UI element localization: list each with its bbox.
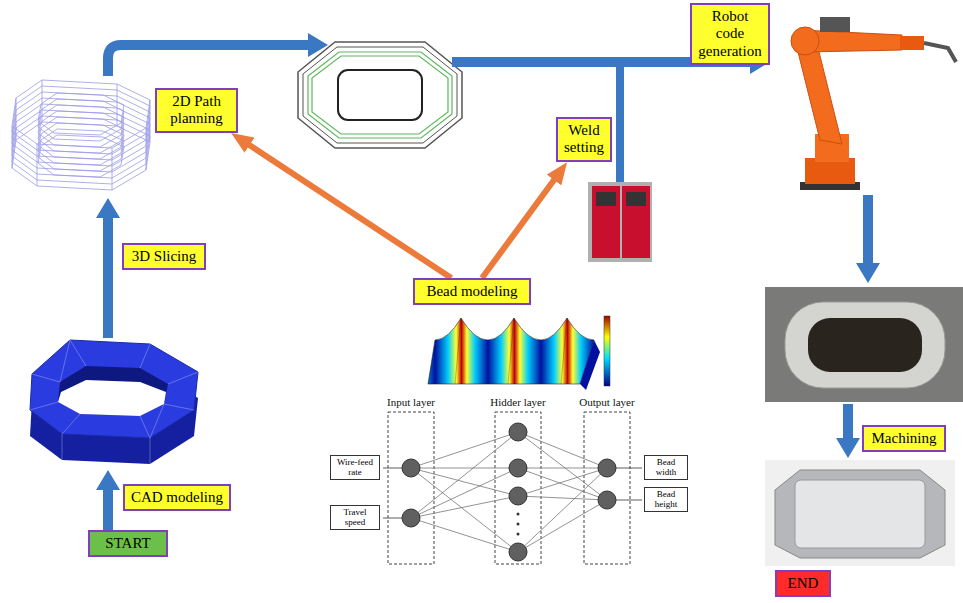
ellipsis-dot <box>517 533 520 536</box>
robot-lower-arm <box>795 40 842 144</box>
box-text: Weld setting <box>563 122 605 157</box>
box-text: END <box>782 575 824 592</box>
process-arrow <box>863 195 873 267</box>
slice-layer <box>12 110 150 178</box>
neuron <box>598 491 616 509</box>
layer-frame <box>495 412 541 564</box>
layer-label: Output layer <box>579 396 634 408</box>
machined-part <box>775 470 945 558</box>
process-arrow <box>103 486 113 530</box>
cad-model-mesh <box>30 340 198 464</box>
process-arrow <box>108 45 312 76</box>
welder-panel <box>596 192 616 206</box>
slice-layer <box>12 104 150 172</box>
model-arrow <box>243 141 451 278</box>
weld-interior <box>808 318 922 372</box>
bead-surface <box>428 318 594 384</box>
layer-frame <box>388 412 434 564</box>
box-text: 2D Path planning <box>162 93 231 128</box>
step-label: 2D Path planning <box>155 88 238 133</box>
slice-edges <box>12 80 150 190</box>
bead-surface-side <box>580 340 600 390</box>
output-box: Bead width <box>644 455 688 480</box>
weld-feed-line <box>616 62 624 182</box>
cad-model-top <box>30 340 198 438</box>
output-box: Bead height <box>644 487 688 512</box>
path-contour <box>303 47 457 143</box>
start-terminal: START <box>88 530 168 557</box>
bead-ridges <box>455 318 567 384</box>
robot-motor <box>820 17 850 32</box>
layer-label: Input layer <box>387 396 435 408</box>
path-contour <box>338 70 422 120</box>
process-arrow <box>843 404 853 442</box>
machined-pocket <box>795 480 925 548</box>
cad-model-hole <box>58 380 166 416</box>
welder-panel <box>626 192 646 206</box>
step-label: Weld setting <box>556 117 612 162</box>
box-text: CAD modeling <box>130 489 224 506</box>
weld-torch <box>924 43 956 62</box>
end-terminal: END <box>775 570 831 597</box>
box-text: Robot code generation <box>697 8 763 60</box>
box-text: Machining <box>869 430 939 447</box>
color-bar <box>604 316 610 386</box>
path-contour <box>298 42 462 148</box>
welded-photo <box>765 287 963 402</box>
robot-elbow <box>791 27 819 55</box>
ellipsis-dot <box>517 523 520 526</box>
ellipsis-dot <box>517 513 520 516</box>
path-contour <box>308 52 452 138</box>
box-text: 3D Slicing <box>129 248 199 265</box>
layer-label: Hidder layer <box>490 396 545 408</box>
cad-model-inner-wall <box>58 366 168 416</box>
neuron <box>509 543 527 561</box>
weld-bead-ring <box>785 302 945 388</box>
neuron <box>509 487 527 505</box>
box-text: Bead width <box>647 457 685 478</box>
neuron <box>402 509 420 527</box>
slice-layer <box>12 116 150 184</box>
machined-photo <box>765 460 955 566</box>
step-label: Machining <box>862 425 946 452</box>
step-label: Robot code generation <box>690 3 770 65</box>
network-weights <box>411 432 607 552</box>
welder-unit <box>592 186 620 258</box>
box-text: START <box>95 535 161 552</box>
box-text: Bead height <box>647 489 685 510</box>
path-contour <box>312 56 448 134</box>
box-text: Bead modeling <box>420 283 524 300</box>
robot-wrist <box>900 36 924 50</box>
step-label: CAD modeling <box>123 484 231 511</box>
welder-photo <box>588 182 652 262</box>
neuron <box>509 459 527 477</box>
neuron <box>598 459 616 477</box>
model-arrow <box>482 174 559 278</box>
box-text: Travel speed <box>333 507 377 528</box>
input-box: Wire-feed rate <box>330 455 380 480</box>
neuron <box>402 459 420 477</box>
slice-layer <box>12 122 150 190</box>
step-label: Bead modeling <box>413 278 531 305</box>
input-box: Travel speed <box>330 505 380 530</box>
process-arrow <box>103 214 113 338</box>
welder-unit <box>622 186 650 258</box>
step-label: 3D Slicing <box>122 243 206 270</box>
box-text: Wire-feed rate <box>333 457 377 478</box>
neuron <box>509 423 527 441</box>
